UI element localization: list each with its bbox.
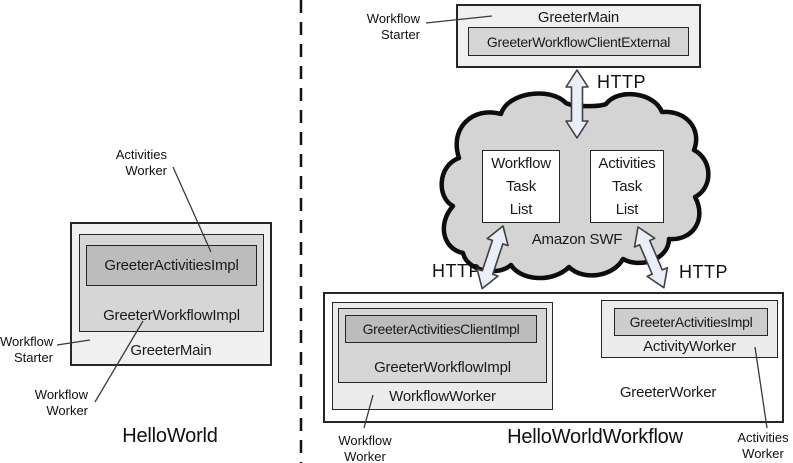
annotation-workflow-starter-right: Workflow Starter [366, 11, 420, 42]
greeterworkflowclientexternal-label: GreeterWorkflowClientExternal [486, 33, 671, 50]
greeteractivitiesimpl-label: GreeterActivitiesImpl [629, 314, 753, 330]
annotation-workflow-worker-left: Workflow Worker [34, 387, 88, 418]
activityworker-label: ActivityWorker [643, 338, 736, 355]
annotation-workflow-worker-right: Workflow Worker [338, 433, 392, 463]
http-arrow-top [565, 69, 589, 139]
activities-task-list-label: Activities Task List [598, 155, 656, 218]
helloworld-greeteractivitiesimpl-box: GreeterActivitiesImpl [86, 245, 257, 286]
helloworld-greeterworkflowimpl-label: GreeterWorkflowImpl [103, 307, 240, 324]
helloworld-greeteractivitiesimpl-label: GreeterActivitiesImpl [104, 257, 239, 274]
http-label-right: HTTP [679, 262, 728, 282]
annotation-activities-worker-left: Activities Worker [115, 147, 167, 178]
workflow-task-list-label: Workflow Task List [491, 155, 551, 218]
http-label-top: HTTP [597, 72, 646, 92]
greeteractivitiesimpl-box: GreeterActivitiesImpl [614, 308, 768, 336]
greeteractivitiesclientimpl-box: GreeterActivitiesClientImpl [345, 315, 537, 343]
greeteractivitiesclientimpl-label: GreeterActivitiesClientImpl [362, 321, 520, 337]
greetermain-label: GreeterMain [537, 9, 620, 26]
annotation-activities-worker-right: Activities Worker [737, 430, 789, 461]
annotation-workflow-starter-left: Workflow Starter [0, 334, 54, 365]
activities-task-list-box: Activities Task List [590, 150, 664, 223]
greeterworker-label: GreeterWorker [619, 384, 717, 401]
helloworld-caption: HelloWorld [122, 425, 218, 447]
workflowworker-label: WorkflowWorker [389, 388, 496, 405]
workflow-task-list-box: Workflow Task List [482, 150, 560, 223]
greeterworkflowclientexternal-box: GreeterWorkflowClientExternal [468, 27, 689, 56]
helloworldworkflow-caption: HelloWorldWorkflow [507, 426, 683, 448]
helloworld-greetermain-label: GreeterMain [130, 342, 212, 359]
amazon-swf-label: Amazon SWF [531, 231, 623, 248]
greeterworkflowimpl-label: GreeterWorkflowImpl [374, 359, 511, 376]
http-label-left: HTTP [432, 261, 481, 281]
